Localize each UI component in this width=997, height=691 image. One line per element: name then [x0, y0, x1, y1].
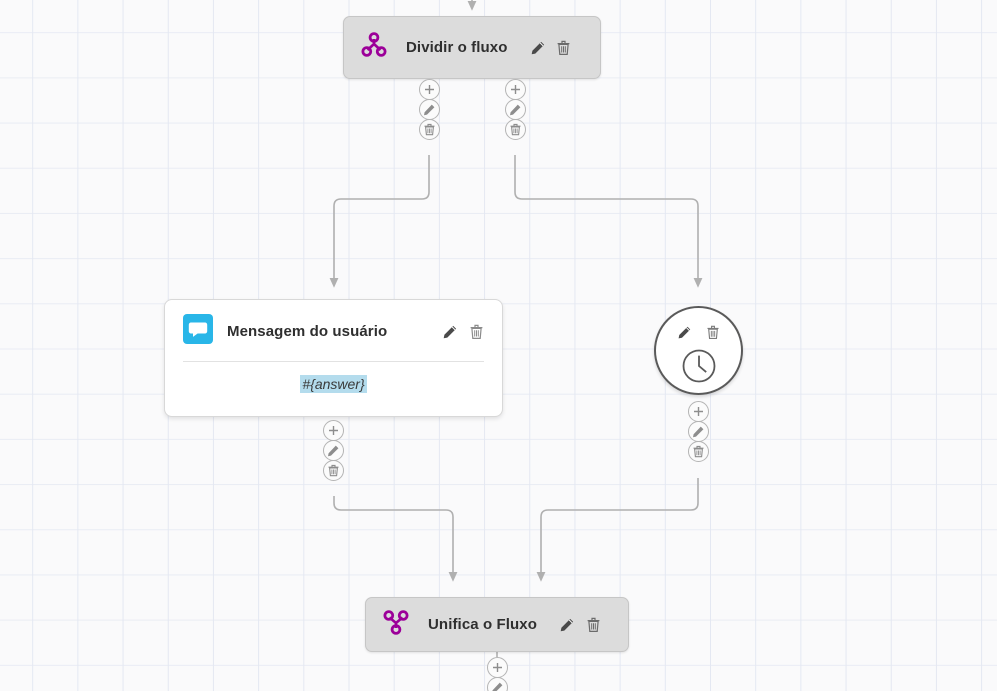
node-split-title: Dividir o fluxo [406, 39, 508, 56]
variable-token: #{answer} [300, 375, 367, 393]
port-stack-merge[interactable] [487, 657, 508, 691]
node-delay-actions [677, 324, 721, 341]
edit-icon[interactable] [559, 616, 575, 633]
port-stack-message[interactable] [323, 420, 344, 481]
edit-connection-button[interactable] [688, 421, 709, 442]
delete-icon[interactable] [468, 323, 484, 340]
node-message-actions [442, 323, 484, 340]
add-node-button[interactable] [487, 657, 508, 678]
clock-icon [680, 347, 718, 390]
edit-connection-button[interactable] [419, 99, 440, 120]
node-merge-bar[interactable]: Unifica o Fluxo [365, 597, 629, 652]
node-merge[interactable]: Unifica o Fluxo [365, 597, 629, 652]
edge-split-to-message [329, 155, 430, 288]
node-message[interactable]: Mensagem do usuário [164, 299, 503, 417]
add-node-button[interactable] [505, 79, 526, 100]
merge-icon [382, 608, 410, 641]
delete-icon[interactable] [585, 616, 601, 633]
node-split-bar[interactable]: Dividir o fluxo [343, 16, 601, 79]
node-message-title: Mensagem do usuário [227, 323, 388, 340]
node-message-card[interactable]: Mensagem do usuário [164, 299, 503, 417]
split-icon [360, 31, 388, 64]
node-merge-actions [559, 616, 601, 633]
port-stack-split-left[interactable] [419, 79, 440, 140]
edit-icon[interactable] [442, 323, 458, 340]
edit-connection-button[interactable] [323, 440, 344, 461]
edit-icon[interactable] [677, 324, 693, 341]
delete-connection-button[interactable] [505, 119, 526, 140]
delete-connection-button[interactable] [419, 119, 440, 140]
add-node-button[interactable] [688, 401, 709, 422]
edit-connection-button[interactable] [505, 99, 526, 120]
chat-bubble-icon [183, 314, 213, 349]
delete-connection-button[interactable] [323, 460, 344, 481]
delete-icon[interactable] [556, 39, 572, 56]
node-merge-title: Unifica o Fluxo [428, 616, 538, 633]
edit-icon[interactable] [530, 39, 546, 56]
delete-icon[interactable] [705, 324, 721, 341]
add-node-button[interactable] [323, 420, 344, 441]
add-node-button[interactable] [419, 79, 440, 100]
edge-delay-to-merge [536, 478, 699, 582]
port-stack-split-right[interactable] [505, 79, 526, 140]
node-message-header: Mensagem do usuário [183, 314, 484, 349]
card-divider [183, 361, 484, 362]
edge-split-to-delay [514, 155, 703, 288]
edit-connection-button[interactable] [487, 677, 508, 691]
edge-message-to-merge [333, 496, 458, 582]
node-split[interactable]: Dividir o fluxo [343, 16, 601, 79]
node-message-body: #{answer} [183, 362, 484, 406]
delete-connection-button[interactable] [688, 441, 709, 462]
node-delay[interactable] [654, 306, 743, 395]
port-stack-delay[interactable] [688, 401, 709, 462]
node-split-actions [530, 39, 572, 56]
